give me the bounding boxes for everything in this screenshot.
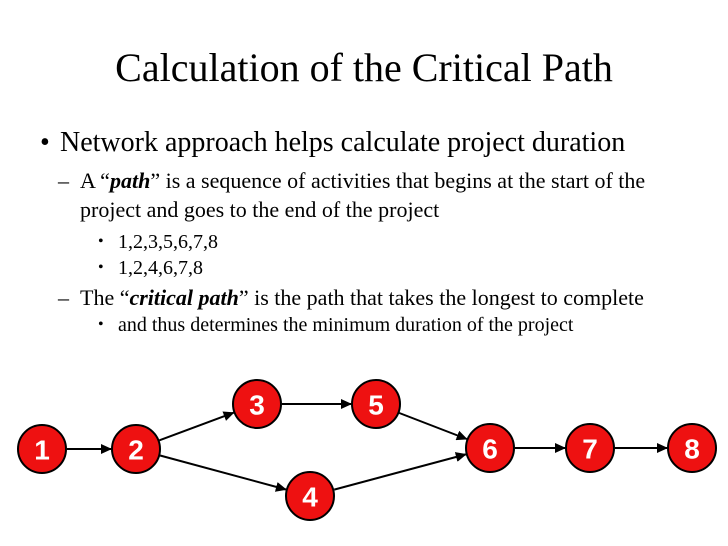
text-segment: A “ xyxy=(80,168,110,193)
dash-marker: – xyxy=(58,168,69,193)
node-label-2: 2 xyxy=(128,435,144,466)
text-segment-emphasis: path xyxy=(109,168,151,193)
node-label-4: 4 xyxy=(302,482,318,513)
node-6 xyxy=(465,423,515,473)
edge-4-6 xyxy=(333,452,467,491)
bullet-text: The “critical path” is the path that tak… xyxy=(80,283,692,312)
node-label-3: 3 xyxy=(249,390,265,421)
node-8 xyxy=(667,423,717,473)
node-5 xyxy=(351,379,401,429)
bullet-marker: • xyxy=(40,127,50,158)
node-label-1: 1 xyxy=(34,435,50,466)
bullet-item-critical-path-definition: – The “critical path” is the path that t… xyxy=(58,283,692,312)
text-segment: The “ xyxy=(80,285,130,310)
bullet-text: Network approach helps calculate project… xyxy=(60,127,626,158)
text-segment-emphasis: critical path xyxy=(129,285,239,310)
node-label-6: 6 xyxy=(482,434,498,465)
bullet-marker: • xyxy=(98,316,104,333)
dash-marker: – xyxy=(58,285,69,310)
node-label-5: 5 xyxy=(368,390,384,421)
node-3 xyxy=(232,379,282,429)
bullet-marker: • xyxy=(98,259,104,276)
bullet-item-path-definition: – A “path” is a sequence of activities t… xyxy=(58,166,692,224)
bullet-item-minimum-duration: • and thus determines the minimum durati… xyxy=(98,312,692,338)
node-1 xyxy=(17,424,67,474)
edge-2-3 xyxy=(159,411,235,442)
node-label-7: 7 xyxy=(582,434,598,465)
text-segment: ” is a sequence of activities that begin… xyxy=(80,168,646,222)
slide-title: Calculation of the Critical Path xyxy=(115,45,613,90)
bullet-text: 1,2,4,6,7,8 xyxy=(118,257,203,279)
bullet-text: A “path” is a sequence of activities tha… xyxy=(80,166,692,224)
bullet-item-path-2: • 1,2,4,6,7,8 xyxy=(98,255,692,281)
text-segment: ” is the path that takes the longest to … xyxy=(238,285,644,310)
edge-2-4 xyxy=(159,454,287,492)
bullet-item-network-approach: • Network approach helps calculate proje… xyxy=(40,126,692,160)
bullet-marker: • xyxy=(98,233,104,250)
bullet-text: and thus determines the minimum duration… xyxy=(118,314,574,336)
bullet-text: 1,2,3,5,6,7,8 xyxy=(118,231,218,253)
edge-5-6 xyxy=(398,412,468,441)
node-2 xyxy=(111,424,161,474)
node-7 xyxy=(565,423,615,473)
node-label-8: 8 xyxy=(684,434,700,465)
bullet-item-path-1: • 1,2,3,5,6,7,8 xyxy=(98,229,692,255)
node-4 xyxy=(285,471,335,521)
bullet-list: • Network approach helps calculate proje… xyxy=(40,126,692,338)
